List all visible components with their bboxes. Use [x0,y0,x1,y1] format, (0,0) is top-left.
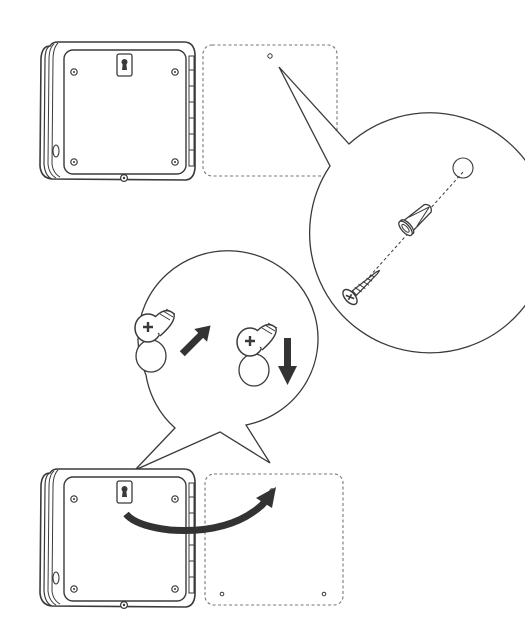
zoom-callout-bubble [278,66,525,354]
step-1-mark-and-drill [39,41,525,354]
screw-icon [342,269,381,306]
controller-back-panel-2 [39,468,196,610]
screw-in-slot-left [133,307,177,373]
wall-template-outline-2 [204,473,344,606]
controller-back-panel [39,41,196,183]
arrow-up-icon [179,325,211,357]
wall-template-outline [202,44,338,177]
curved-arrow-icon [123,487,276,534]
step-2-hang-controller [39,250,344,610]
arrow-down-icon [278,338,297,385]
screw-in-slot-right [235,321,279,387]
wall-anchor-icon [398,203,432,237]
screw-position-mark-right [321,591,327,597]
screw-position-mark-left [219,591,225,597]
wall-hole [452,157,474,179]
drill-detail [342,157,474,306]
zoom-callout-bubble-2 [134,250,319,471]
drill-hole-mark [267,53,273,59]
